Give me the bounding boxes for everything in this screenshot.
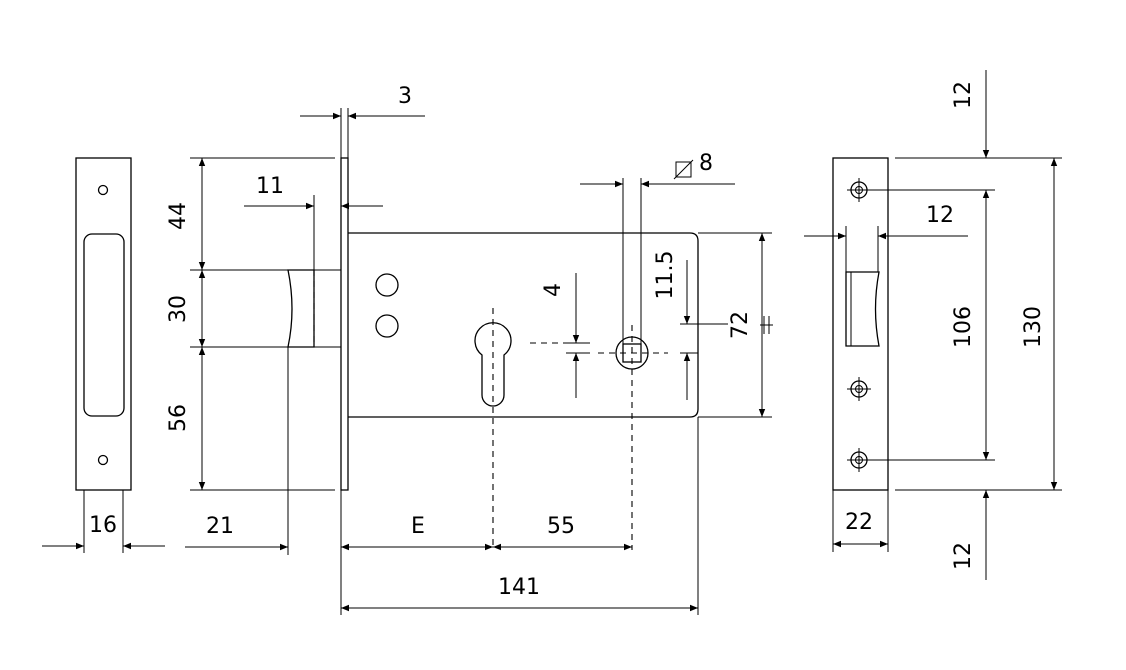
dim-label-30: 30: [166, 295, 191, 323]
dim-left-vertical: 44 30 56: [166, 157, 335, 491]
dim-label-11: 11: [256, 174, 284, 199]
dim-right-vertical: 12 106 12 130: [871, 70, 1062, 580]
screw-hole-mid: [847, 377, 871, 401]
lock-body: [340, 157, 699, 550]
screw-hole-bottom: [847, 448, 871, 472]
dim-label-11-5: 11.5: [653, 251, 678, 300]
strike-plate-right: [832, 157, 889, 552]
dim-label-3: 3: [398, 84, 412, 109]
dim-bottom-horizontal: 21 E 55 141: [185, 347, 699, 615]
dim-label-22: 22: [845, 510, 873, 535]
dim-label-12-bottom: 12: [951, 542, 976, 570]
dim-11-5: 11.5: [653, 251, 728, 400]
dim-label-130: 130: [1021, 306, 1046, 348]
dim-label-106: 106: [951, 306, 976, 348]
dim-16: 16: [42, 513, 165, 550]
dim-22: 22: [833, 510, 888, 548]
screw-hole-top: [847, 178, 871, 202]
dim-11: 11: [244, 174, 383, 210]
dim-label-21: 21: [206, 514, 234, 539]
dim-label-E: E: [411, 514, 425, 539]
dim-label-8: 8: [699, 151, 713, 176]
square-symbol: [673, 159, 694, 180]
dim-label-12-mid: 12: [926, 203, 954, 228]
dim-8: 8: [580, 151, 735, 344]
dim-label-44: 44: [166, 202, 191, 230]
dim-3: 3: [300, 84, 425, 158]
parallel-symbol: [760, 316, 773, 334]
dim-label-16: 16: [89, 513, 117, 538]
dim-label-4: 4: [541, 283, 566, 297]
dim-12-horizontal: 12: [804, 203, 968, 240]
dim-label-141: 141: [498, 575, 540, 600]
strike-plate-left: [75, 157, 132, 553]
dim-label-12-top: 12: [951, 81, 976, 109]
dim-72: 72: [698, 232, 773, 418]
dim-4: 4: [541, 273, 590, 398]
dim-label-55: 55: [547, 514, 575, 539]
dim-label-72: 72: [728, 311, 753, 339]
dim-label-56: 56: [166, 404, 191, 432]
latch-bolt: [287, 195, 341, 348]
